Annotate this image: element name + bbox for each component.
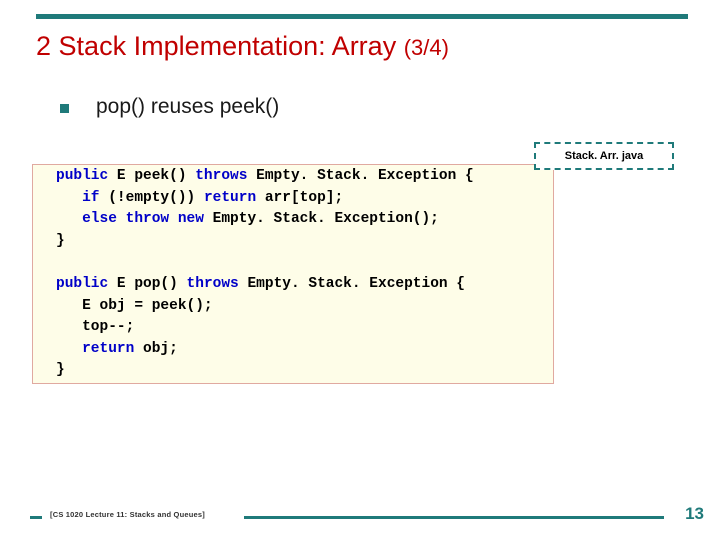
code-block-text: public E peek() throws Empty. Stack. Exc… [56,166,474,382]
file-name-label: Stack. Arr. java [564,150,644,162]
slide-number: 13 [685,504,704,523]
code-text: top--; [56,319,135,336]
code-keyword: public [56,168,109,184]
code-line [56,252,474,274]
title-number: 2 [36,31,52,61]
title-subcount: (3/4) [403,35,449,60]
code-line: return obj; [56,339,474,361]
code-text: Empty. Stack. Exception(); [203,211,439,228]
code-keyword: throws [186,275,239,292]
code-text: Empty. Stack. Exception { [247,168,474,184]
code-line: else throw new Empty. Stack. Exception()… [56,209,474,231]
code-text: Empty. Stack. Exception { [238,275,466,292]
title-top-rule [36,14,688,19]
code-line: public E peek() throws Empty. Stack. Exc… [56,166,474,188]
code-line: } [56,231,474,253]
code-text: } [56,232,65,249]
code-text: obj; [134,340,178,357]
footer-dash [30,516,42,519]
code-line: public E pop() throws Empty. Stack. Exce… [56,274,474,296]
bullet-item: pop() reuses peek() [60,92,660,124]
code-text: (!empty()) [99,189,204,206]
code-keyword: return [203,189,257,206]
code-keyword: public [56,275,109,292]
code-text: arr[top]; [256,189,344,206]
code-block-panel [32,164,554,384]
code-keyword: return [82,340,135,357]
code-line: top--; [56,317,474,339]
square-bullet-icon [60,104,69,113]
code-text [56,341,82,357]
code-text [56,190,82,206]
footer-rule [244,516,664,519]
code-keyword: else throw new [82,211,204,228]
code-text [56,211,82,227]
bullet-item-label: pop() reuses peek() [96,95,280,118]
code-keyword: if [82,189,100,206]
code-text: } [56,362,65,379]
code-line: if (!empty()) return arr[top]; [56,188,474,210]
code-keyword: throws [195,168,248,184]
title-main: Stack Implementation: Array [58,31,397,61]
code-line: E obj = peek(); [56,296,474,318]
page-title: 2 Stack Implementation: Array (3/4) [36,26,696,66]
code-text: E obj = peek(); [56,297,213,314]
file-name-callout: Stack. Arr. java [534,142,674,170]
code-text: E pop() [108,275,187,292]
code-text: E peek() [108,168,196,184]
footer-course-label: [CS 1020 Lecture 11: Stacks and Queues] [50,510,205,519]
code-line: } [56,360,474,382]
